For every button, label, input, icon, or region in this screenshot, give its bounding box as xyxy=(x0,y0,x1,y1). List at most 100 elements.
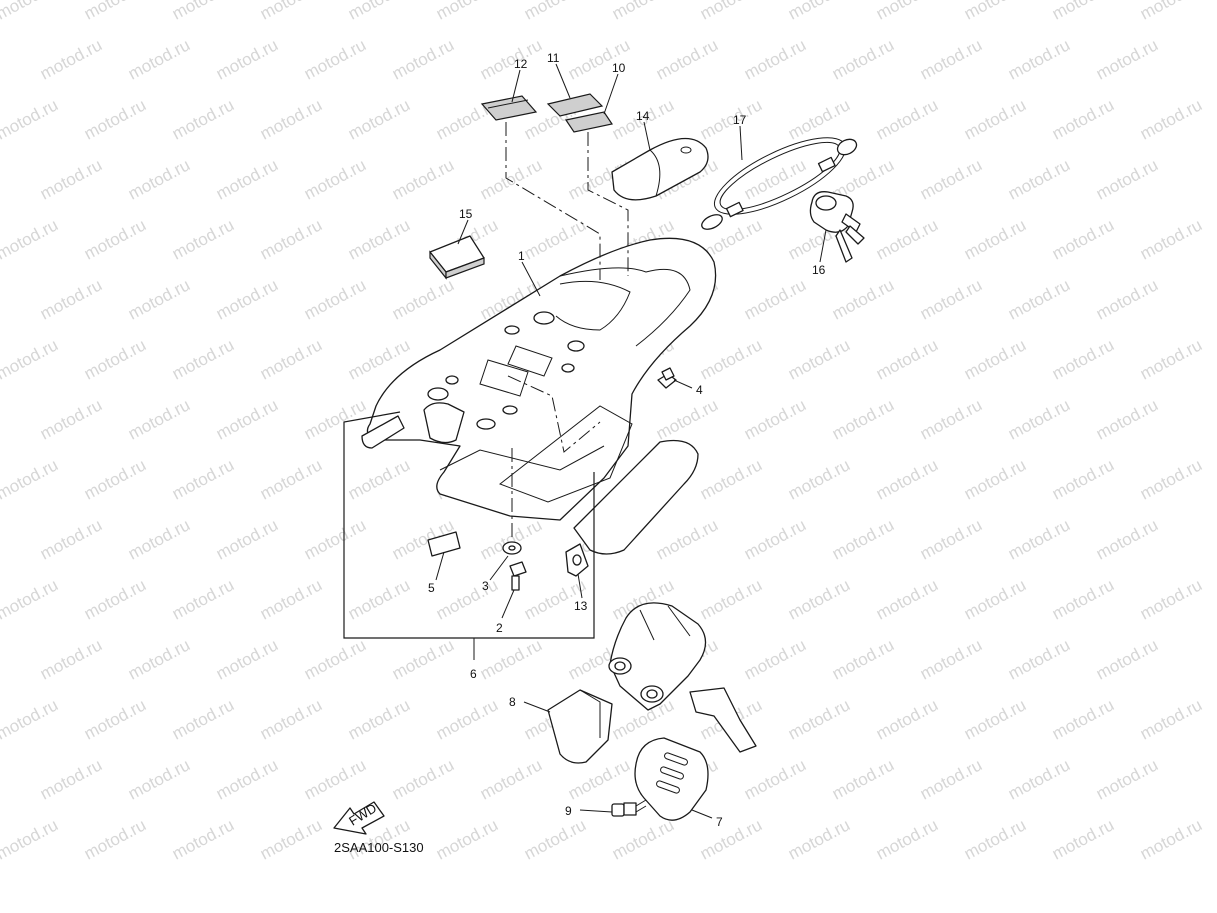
watermark-text: motod.ru xyxy=(917,635,985,683)
watermark-text: motod.ru xyxy=(169,575,237,623)
watermark-text: motod.ru xyxy=(961,575,1029,623)
part-17-cable[interactable] xyxy=(699,123,859,232)
watermark-text: motod.ru xyxy=(1093,35,1161,83)
watermark-text: motod.ru xyxy=(213,155,281,203)
part-2-bolt[interactable] xyxy=(509,561,527,591)
watermark-text: motod.ru xyxy=(1049,455,1117,503)
watermark-text: motod.ru xyxy=(565,35,633,83)
callout-6: 6 xyxy=(470,667,477,681)
watermark-text: motod.ru xyxy=(345,695,413,743)
watermark-text: motod.ru xyxy=(1005,755,1073,803)
watermark-text: motod.ru xyxy=(1049,0,1117,24)
part-9-screw[interactable] xyxy=(611,799,647,817)
watermark-text: motod.ru xyxy=(1137,335,1205,383)
watermark-text: motod.ru xyxy=(653,395,721,443)
callout-4: 4 xyxy=(696,383,703,397)
callout-1: 1 xyxy=(518,249,525,263)
part-15-pad[interactable] xyxy=(429,235,485,280)
watermark-text: motod.ru xyxy=(1137,455,1205,503)
watermark-text: motod.ru xyxy=(169,0,237,24)
watermark-text: motod.ru xyxy=(785,335,853,383)
callout-2: 2 xyxy=(496,621,503,635)
part-10-label[interactable] xyxy=(565,111,613,133)
watermark-text: motod.ru xyxy=(389,155,457,203)
callout-16: 16 xyxy=(812,263,826,277)
watermark-text: motod.ru xyxy=(257,695,325,743)
watermark-text: motod.ru xyxy=(741,35,809,83)
watermark-text: motod.ru xyxy=(301,755,369,803)
watermark-text: motod.ru xyxy=(873,575,941,623)
watermark-text: motod.ru xyxy=(917,35,985,83)
watermark-text: motod.ru xyxy=(213,35,281,83)
watermark-text: motod.ru xyxy=(37,755,105,803)
watermark-text: motod.ru xyxy=(609,0,677,24)
watermark-text: motod.ru xyxy=(785,815,853,863)
watermark-text: motod.ru xyxy=(961,95,1029,143)
watermark-text: motod.ru xyxy=(697,455,765,503)
callout-15: 15 xyxy=(459,207,473,221)
watermark-text: motod.ru xyxy=(81,575,149,623)
watermark-text: motod.ru xyxy=(741,155,809,203)
watermark-text: motod.ru xyxy=(477,755,545,803)
watermark-text: motod.ru xyxy=(345,215,413,263)
watermark-text: motod.ru xyxy=(0,695,61,743)
watermark-text: motod.ru xyxy=(169,95,237,143)
watermark-text: motod.ru xyxy=(125,35,193,83)
watermark-text: motod.ru xyxy=(389,35,457,83)
watermark-text: motod.ru xyxy=(1049,815,1117,863)
watermark-text: motod.ru xyxy=(477,635,545,683)
watermark-text: motod.ru xyxy=(785,95,853,143)
watermark-text: motod.ru xyxy=(873,95,941,143)
watermark-text: motod.ru xyxy=(125,755,193,803)
part-16-lock-with-keys[interactable] xyxy=(809,191,865,263)
watermark-text: motod.ru xyxy=(125,275,193,323)
watermark-text: motod.ru xyxy=(829,515,897,563)
watermark-text: motod.ru xyxy=(169,215,237,263)
watermark-text: motod.ru xyxy=(37,395,105,443)
watermark-text: motod.ru xyxy=(697,335,765,383)
watermark-text: motod.ru xyxy=(257,815,325,863)
callout-3: 3 xyxy=(482,579,489,593)
watermark-text: motod.ru xyxy=(433,575,501,623)
part-4-bolt[interactable] xyxy=(657,367,677,389)
watermark-text: motod.ru xyxy=(785,455,853,503)
watermark-text: motod.ru xyxy=(829,35,897,83)
watermark-text: motod.ru xyxy=(1093,155,1161,203)
part-12-label[interactable] xyxy=(480,95,538,121)
watermark-text: motod.ru xyxy=(1093,755,1161,803)
watermark-text: motod.ru xyxy=(0,575,61,623)
watermark-text: motod.ru xyxy=(477,515,545,563)
part-1-rear-fender[interactable] xyxy=(361,237,717,521)
watermark-text: motod.ru xyxy=(873,0,941,24)
part-3-washer[interactable] xyxy=(502,541,522,555)
watermark-text: motod.ru xyxy=(1137,815,1205,863)
callout-numbers: 12 11 10 14 17 16 15 1 4 5 3 2 13 6 8 7 … xyxy=(428,51,826,829)
watermark-text: motod.ru xyxy=(1005,515,1073,563)
part-8-bracket[interactable] xyxy=(547,689,613,764)
watermark-text: motod.ru xyxy=(873,695,941,743)
watermark-text: motod.ru xyxy=(1137,0,1205,24)
watermark-text: motod.ru xyxy=(81,215,149,263)
watermark-text: motod.ru xyxy=(433,695,501,743)
watermark-text: motod.ru xyxy=(873,455,941,503)
part-5-label[interactable] xyxy=(427,531,461,557)
watermark-text: motod.ru xyxy=(169,815,237,863)
watermark-text: motod.ru xyxy=(1137,215,1205,263)
part-11-label[interactable] xyxy=(546,93,604,117)
watermark-text: motod.ru xyxy=(0,215,61,263)
part-13-nut-clip[interactable] xyxy=(565,543,589,577)
watermark-text: motod.ru xyxy=(873,335,941,383)
part-14-tool-pouch[interactable] xyxy=(611,137,709,201)
watermark-text: motod.ru xyxy=(345,575,413,623)
watermark-text: motod.ru xyxy=(433,815,501,863)
watermark-text: motod.ru xyxy=(37,35,105,83)
watermark-text: motod.ru xyxy=(653,515,721,563)
fender-side-panel[interactable] xyxy=(573,439,699,555)
watermark-text: motod.ru xyxy=(213,755,281,803)
part-7-cover-plate[interactable] xyxy=(634,737,709,821)
watermark-text: motod.ru xyxy=(1137,575,1205,623)
watermark-text: motod.ru xyxy=(81,0,149,24)
watermark-text: motod.ru xyxy=(81,695,149,743)
callout-14: 14 xyxy=(636,109,650,123)
watermark-text: motod.ru xyxy=(1137,695,1205,743)
